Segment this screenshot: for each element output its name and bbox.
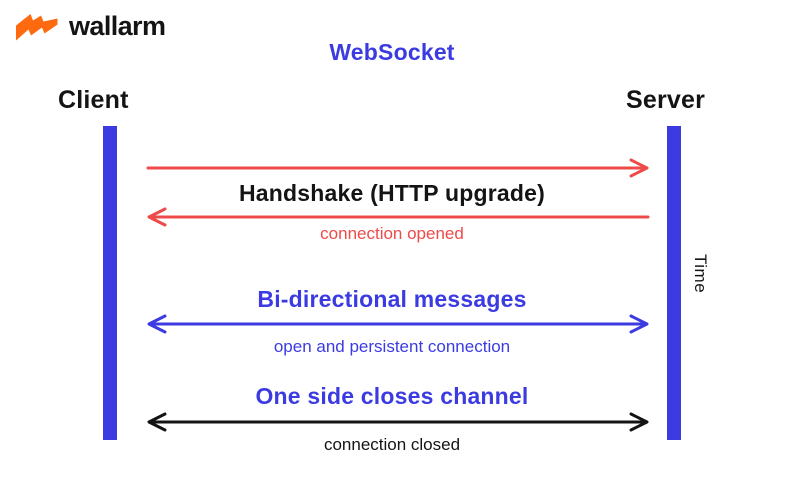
message-caption-connection-opened: connection opened <box>320 224 464 243</box>
message-title-handshake: Handshake (HTTP upgrade) <box>239 180 545 206</box>
client-lifeline-bar <box>103 126 117 440</box>
message-caption-connection-closed: connection closed <box>323 435 461 454</box>
diagram-title: WebSocket <box>329 39 455 65</box>
handshake-request-arrow <box>145 156 651 180</box>
message-title-close-channel: One side closes channel <box>255 383 529 409</box>
message-title-bidirectional: Bi-directional messages <box>257 286 527 312</box>
message-caption-persistent-connection: open and persistent connection <box>273 337 511 356</box>
server-lifeline-bar <box>667 126 681 440</box>
wallarm-logo-text: wallarm <box>69 11 166 41</box>
handshake-response-arrow <box>145 205 651 229</box>
time-axis-label: Time <box>691 254 710 294</box>
client-label: Client <box>58 86 129 114</box>
close-channel-arrow <box>145 410 651 434</box>
bidirectional-messages-arrow <box>145 312 651 336</box>
wallarm-flash-icon <box>16 14 58 41</box>
wallarm-logo: wallarm <box>14 8 166 44</box>
server-label: Server <box>626 86 706 114</box>
